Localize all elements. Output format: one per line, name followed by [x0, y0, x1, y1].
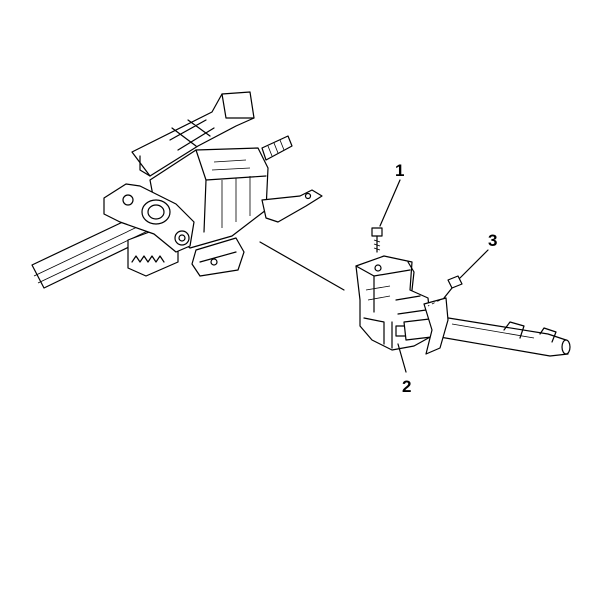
steering-column-assembly — [31, 91, 323, 289]
callout-2: 2 — [402, 377, 411, 396]
mounting-bracket-right — [261, 189, 323, 223]
screw-3 — [443, 275, 463, 299]
callout-1: 1 — [395, 161, 404, 180]
pivot-bolt-left — [122, 194, 134, 206]
alignment-line-screw-3 — [427, 299, 441, 307]
upper-shaft-spline — [261, 135, 293, 161]
leader-line-3 — [459, 249, 489, 279]
bracket-shroud — [423, 297, 449, 355]
leader-line-1 — [379, 179, 401, 227]
screw-1 — [371, 227, 383, 253]
leader-line-2 — [397, 343, 407, 373]
alignment-line-column — [259, 241, 345, 291]
callout-3: 3 — [488, 231, 497, 250]
